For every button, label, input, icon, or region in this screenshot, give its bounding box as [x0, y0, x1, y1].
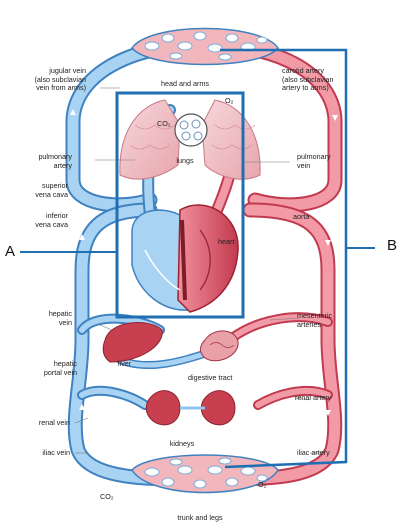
label-iliac-artery: iliac artery: [297, 448, 330, 457]
leader-lines: [74, 87, 322, 454]
legs-capillary-bed: [131, 454, 279, 494]
label-kidneys: kidneys: [169, 439, 195, 448]
liver-illustration: [102, 322, 163, 363]
lungs-illustration: [119, 99, 261, 180]
label-pulmonary-vein: pulmonary vein: [297, 152, 331, 170]
label-digestive-tract: digestive tract: [188, 373, 233, 382]
label-superior-vena-cava: superior vena cava: [35, 181, 68, 199]
label-head-and-arms: head and arms: [161, 79, 209, 88]
label-jugular-vein: jugular vein (also subclavian vein from …: [34, 66, 86, 92]
label-o2-bottom: O₂: [258, 480, 267, 489]
label-renal-vein: renal vein: [38, 418, 70, 427]
kidneys-illustration: [145, 390, 236, 426]
label-hepatic-portal-vein: hepatic portal vein: [43, 359, 77, 377]
flow-arrows: [70, 109, 338, 416]
label-iliac-vein: iliac vein: [42, 448, 70, 457]
label-mesenteric-arteries: mesenteric arteries: [297, 311, 333, 329]
bracket-b: [220, 48, 348, 469]
head-capillary-bed: [131, 27, 279, 66]
label-co2-top: CO₂: [157, 119, 171, 128]
label-co2-bottom: CO₂: [100, 492, 114, 501]
label-pulmonary-artery: pulmonary artery: [38, 152, 72, 170]
marker-b: B: [387, 237, 398, 254]
label-o2-top: O₂: [225, 96, 234, 105]
label-inferior-vena-cava: inferior vena cava: [35, 211, 68, 229]
marker-a: A: [5, 243, 16, 260]
label-aorta: aorta: [293, 212, 310, 221]
heart-illustration: [131, 204, 239, 313]
label-renal-artery: renal artery: [295, 393, 332, 402]
label-liver: liver: [118, 359, 132, 368]
digestive-tract-illustration: [200, 330, 239, 362]
label-trunk-and-legs: trunk and legs: [177, 513, 223, 522]
label-hepatic-vein: hepatic vein: [48, 309, 72, 327]
label-lungs: lungs: [176, 156, 194, 165]
box-a: [115, 91, 245, 319]
label-carotid-artery: carotid artery (also subclavian artery t…: [282, 66, 334, 92]
label-heart: heart: [218, 237, 235, 246]
